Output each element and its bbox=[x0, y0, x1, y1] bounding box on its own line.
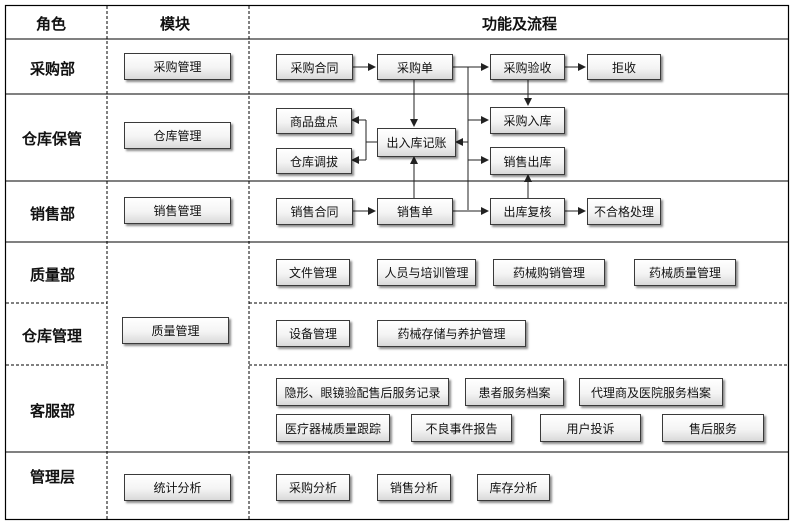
node-stock-taking: 商品盘点 bbox=[276, 108, 352, 134]
node-sales-analysis: 销售分析 bbox=[377, 474, 451, 501]
node-purchase-inspection: 采购验收 bbox=[490, 54, 565, 80]
node-sales-outbound: 销售出库 bbox=[490, 147, 565, 175]
node-sales-order: 销售单 bbox=[377, 198, 453, 225]
node-agent-hospital-files: 代理商及医院服务档案 bbox=[579, 378, 723, 406]
table-frame bbox=[4, 4, 790, 521]
header-module: 模块 bbox=[160, 15, 191, 33]
node-inventory-analysis: 库存分析 bbox=[477, 474, 550, 501]
node-equipment: 设备管理 bbox=[276, 320, 350, 347]
node-patient-files: 患者服务档案 bbox=[465, 378, 564, 406]
role-procurement: 采购部 bbox=[30, 60, 76, 78]
node-purchase-contract: 采购合同 bbox=[276, 54, 353, 80]
node-device-tracking: 医疗器械质量跟踪 bbox=[276, 414, 390, 442]
node-nonconforming: 不合格处理 bbox=[587, 198, 661, 225]
header-role: 角色 bbox=[36, 15, 67, 33]
node-sales-contract: 销售合同 bbox=[276, 198, 353, 225]
node-storage-care: 药械存储与养护管理 bbox=[377, 320, 526, 347]
module-warehouse: 仓库管理 bbox=[124, 122, 231, 149]
header-function: 功能及流程 bbox=[482, 15, 558, 33]
flow-connectors bbox=[351, 63, 586, 215]
node-purchase-analysis: 采购分析 bbox=[276, 474, 350, 501]
role-customer-service: 客服部 bbox=[30, 402, 76, 420]
node-stock-transfer: 仓库调拔 bbox=[276, 148, 352, 174]
node-inout-record: 出入库记账 bbox=[377, 128, 456, 157]
role-warehouse-keeping: 仓库保管 bbox=[22, 130, 83, 148]
module-sales: 销售管理 bbox=[124, 197, 231, 224]
node-outbound-review: 出库复核 bbox=[490, 198, 565, 225]
node-device-quality: 药械质量管理 bbox=[634, 259, 736, 286]
node-lens-after-sales: 隐形、眼镜验配售后服务记录 bbox=[276, 378, 449, 406]
module-statistics: 统计分析 bbox=[124, 474, 231, 501]
node-purchase-inbound: 采购入库 bbox=[490, 107, 565, 134]
module-quality: 质量管理 bbox=[122, 317, 229, 344]
node-adverse-events: 不良事件报告 bbox=[411, 414, 512, 442]
node-reject: 拒收 bbox=[587, 54, 661, 80]
module-procurement: 采购管理 bbox=[124, 53, 231, 80]
node-after-sales: 售后服务 bbox=[662, 414, 764, 442]
role-sales: 销售部 bbox=[30, 205, 76, 223]
node-docs: 文件管理 bbox=[276, 259, 350, 286]
role-warehouse-mgmt: 仓库管理 bbox=[22, 327, 83, 345]
node-training: 人员与培训管理 bbox=[377, 259, 476, 286]
node-device-purchase-sales: 药械购销管理 bbox=[493, 259, 605, 286]
node-complaints: 用户投诉 bbox=[540, 414, 641, 442]
role-quality: 质量部 bbox=[30, 266, 76, 284]
node-purchase-order: 采购单 bbox=[377, 54, 453, 80]
role-management: 管理层 bbox=[30, 468, 76, 486]
